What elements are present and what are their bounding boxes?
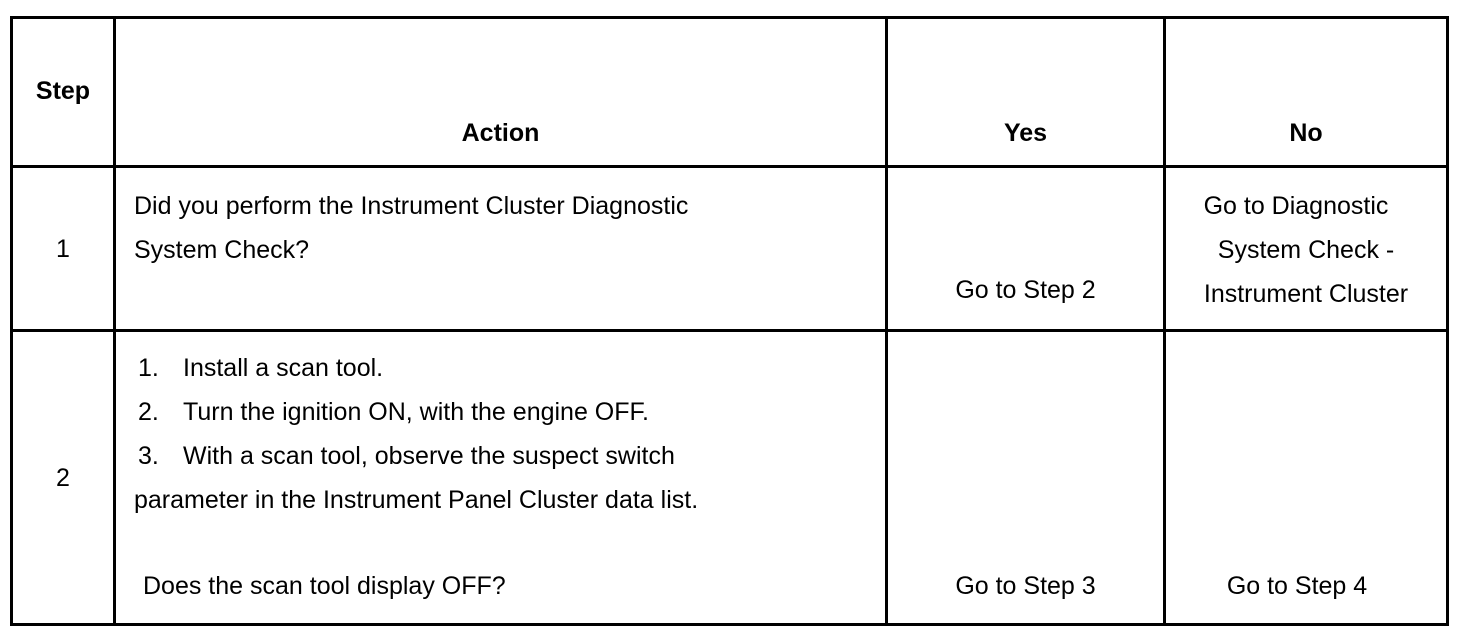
action-cell: Did you perform the Instrument Cluster D… [113, 165, 888, 332]
action-continuation: parameter in the Instrument Panel Cluste… [134, 486, 699, 514]
table-row: 1 Did you perform the Instrument Cluster… [10, 165, 1449, 332]
header-step-label: Step [35, 77, 91, 105]
no-result-line: System Check - [1217, 236, 1395, 264]
no-result: Go to Step 4 [1226, 572, 1368, 600]
action-question: Does the scan tool display OFF? [143, 572, 506, 600]
step-number: 2 [10, 329, 116, 626]
header-yes: Yes [885, 16, 1166, 168]
no-result-line: Go to Diagnostic [1203, 192, 1389, 220]
table-header-row: Step Action Yes No [10, 16, 1449, 168]
action-list-item: 1.Install a scan tool. [138, 354, 384, 382]
action-cell: 1.Install a scan tool. 2.Turn the igniti… [113, 329, 888, 626]
header-action: Action [113, 16, 888, 168]
yes-result: Go to Step 3 [955, 572, 1096, 600]
header-no: No [1163, 16, 1449, 168]
yes-result: Go to Step 2 [955, 276, 1096, 304]
action-list-item: 3.With a scan tool, observe the suspect … [138, 442, 675, 470]
no-cell: Go to Step 4 [1163, 329, 1449, 626]
action-line: Did you perform the Instrument Cluster D… [134, 192, 689, 220]
step-number: 1 [10, 165, 116, 332]
diagnostic-table: Step Action Yes No 1 [10, 16, 1449, 626]
header-step: Step [10, 16, 116, 168]
yes-cell: Go to Step 3 [885, 329, 1166, 626]
header-yes-label: Yes [1003, 119, 1048, 147]
action-line: System Check? [134, 236, 310, 264]
header-no-label: No [1289, 119, 1323, 147]
action-list-item: 2.Turn the ignition ON, with the engine … [138, 398, 649, 426]
yes-cell: Go to Step 2 [885, 165, 1166, 332]
header-action-label: Action [461, 119, 540, 147]
no-cell: Go to Diagnostic System Check - Instrume… [1163, 165, 1449, 332]
no-result-line: Instrument Cluster [1203, 280, 1409, 308]
table-row: 2 1.Install a scan tool. 2.Turn the igni… [10, 329, 1449, 626]
